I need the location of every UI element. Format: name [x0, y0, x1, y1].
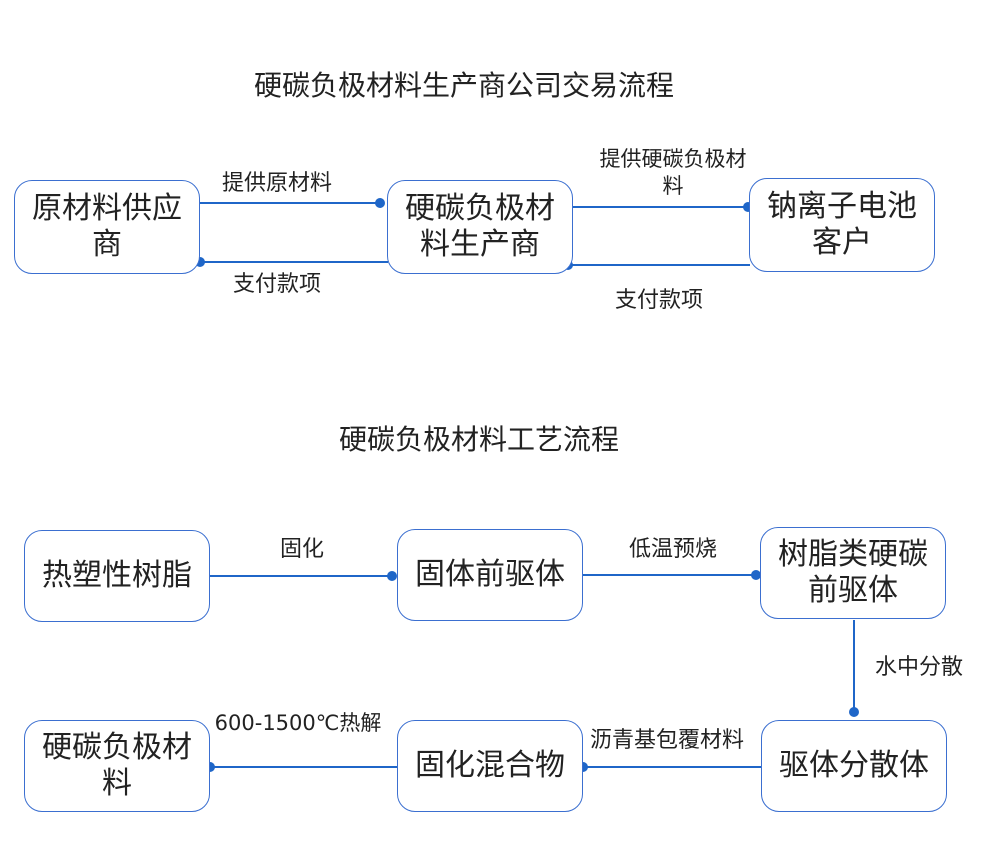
node-thermoplastic-resin: 热塑性树脂 — [24, 530, 210, 622]
label-cure: 固化 — [280, 537, 325, 562]
node-precursor-dispersion: 驱体分散体 — [761, 720, 947, 812]
arrow-dot — [849, 707, 859, 717]
label-supply-product: 提供硬碳负极材料 — [599, 147, 747, 198]
process-flow-title: 硬碳负极材料工艺流程 — [339, 423, 620, 456]
label-disperse: 水中分散 — [875, 655, 964, 680]
node-solid-precursor: 固体前驱体 — [397, 529, 583, 621]
label-pay-supplier: 支付款项 — [233, 272, 322, 297]
label-supply-raw: 提供原材料 — [222, 171, 333, 196]
label-pyrolysis: 600-1500℃热解 — [214, 711, 382, 735]
node-hard-carbon-producer: 硬碳负极材料生产商 — [387, 180, 573, 274]
arrow-dot — [751, 570, 761, 580]
node-resin-hard-carbon-precursor: 树脂类硬碳前驱体 — [760, 527, 946, 619]
arrow-dot — [387, 571, 397, 581]
label-coat: 沥青基包覆材料 — [590, 728, 745, 753]
arrow-dot — [375, 198, 385, 208]
label-pay-producer: 支付款项 — [615, 288, 704, 313]
node-cured-mixture: 固化混合物 — [397, 720, 583, 812]
node-raw-material-supplier: 原材料供应商 — [14, 180, 200, 274]
trade-flow-title: 硬碳负极材料生产商公司交易流程 — [254, 69, 675, 102]
label-preburn: 低温预烧 — [629, 537, 718, 562]
node-sodium-battery-customer: 钠离子电池客户 — [749, 178, 935, 272]
node-hard-carbon-anode: 硬碳负极材料 — [24, 720, 210, 812]
